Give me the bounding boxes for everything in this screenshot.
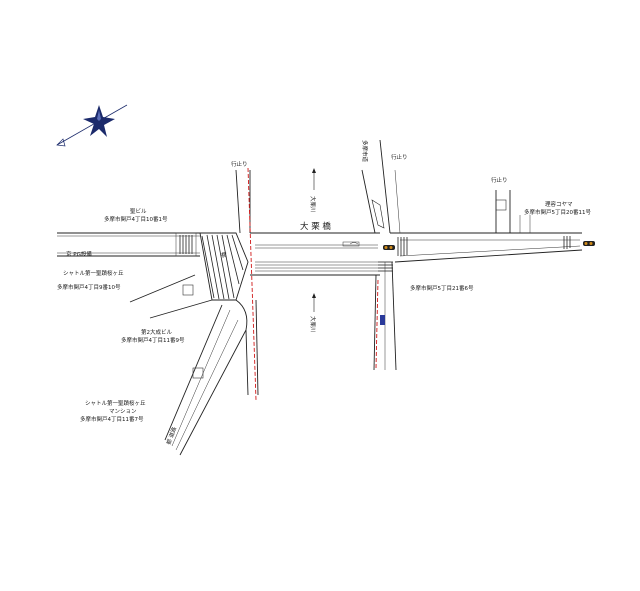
- river-arrow-north: [312, 168, 316, 190]
- river-arrow-south: [312, 293, 316, 312]
- bldg-ne-addr: 多摩市関戸5丁目20番11号: [524, 208, 591, 216]
- signal-far-east: [583, 241, 595, 246]
- stop-label-east: 行止り: [491, 176, 508, 184]
- boundary-west: [247, 167, 257, 401]
- bldg-se-addr: 多摩市関戸5丁目21番6号: [410, 284, 474, 292]
- road-label-vertical: 多摩市道: [361, 140, 369, 163]
- bldg-sw-addr: 多摩市関戸4丁目11番7号: [80, 415, 144, 423]
- compass-rose-icon: [56, 104, 128, 147]
- bldg-2-name: 第2大成ビル: [141, 328, 172, 336]
- bridge-road: [250, 232, 380, 276]
- boundary-east: [375, 279, 379, 369]
- river-label-north: 大栗川: [309, 196, 317, 213]
- river-label-south: 大栗川: [309, 316, 317, 333]
- bridge-label: 大 栗 橋: [300, 221, 331, 232]
- sign-marker: [380, 315, 385, 325]
- signal-bridge-east: [383, 245, 395, 250]
- bldg-nw-name: 聖ビル: [130, 207, 147, 215]
- main-road-west: [57, 232, 200, 257]
- southwest-road: [129, 274, 259, 456]
- bldg-nw-addr: 多摩市関戸4丁目10番1号: [104, 215, 168, 223]
- bldg-ne-name: 理容コヤマ: [545, 200, 573, 208]
- stop-label-north: 行止り: [391, 153, 408, 161]
- crosswalk-mark: 横: [221, 251, 227, 259]
- bldg-w-name: シャトル第一聖蹟桜ヶ丘: [63, 269, 124, 277]
- bldg-2-addr: 多摩市関戸4丁目11番9号: [121, 336, 185, 344]
- main-road-east: [390, 190, 583, 263]
- east-vertical-road: [361, 139, 401, 371]
- bldg-sw-name2: マンション: [109, 408, 137, 415]
- stop-label-west: 行止り: [231, 160, 248, 168]
- bldg-w-addr: 多摩市関戸4丁目9番10号: [57, 283, 121, 291]
- bldg-sw-name1: シャトル第一聖蹟桜ヶ丘: [85, 399, 146, 407]
- west-intersection: [199, 169, 251, 301]
- kiosk-label: 京 PG設備: [66, 250, 92, 258]
